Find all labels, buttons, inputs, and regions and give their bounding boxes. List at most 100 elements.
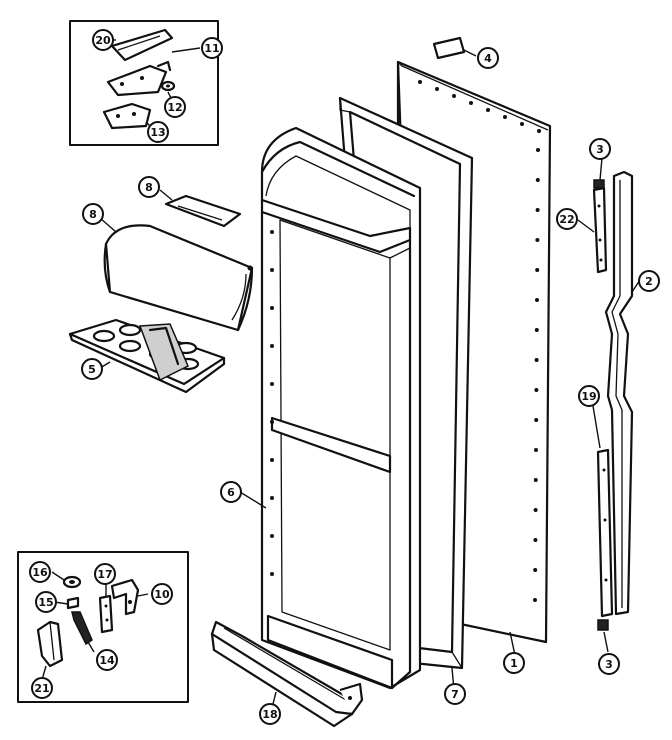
dairy-door-part-8-small bbox=[164, 194, 242, 228]
callout-part-3a: 3 bbox=[589, 138, 611, 160]
screw-hole bbox=[469, 101, 473, 105]
screw-hole bbox=[418, 80, 422, 84]
screw-hole bbox=[536, 148, 540, 152]
callout-part-16: 16 bbox=[29, 561, 51, 583]
hinge-strip-part-22 bbox=[592, 179, 608, 274]
callout-circle bbox=[638, 270, 660, 292]
callout-label: 19 bbox=[581, 390, 596, 403]
screw-hole bbox=[270, 572, 274, 576]
screw-hole bbox=[533, 508, 538, 512]
callout-part-8b: 8 bbox=[82, 203, 104, 225]
callout-part-21: 21 bbox=[31, 677, 53, 699]
callout-circle bbox=[35, 591, 57, 613]
callout-circle bbox=[259, 703, 281, 725]
screw-hole bbox=[270, 458, 274, 462]
callout-circle bbox=[92, 29, 114, 51]
callout-circle bbox=[556, 208, 578, 230]
bracket-plate-part-13 bbox=[102, 102, 152, 130]
callout-circle bbox=[82, 203, 104, 225]
callout-circle bbox=[477, 47, 499, 69]
screw-hole bbox=[537, 129, 541, 133]
screw-hole bbox=[535, 298, 539, 302]
screw-hole bbox=[535, 178, 540, 182]
callout-label: 20 bbox=[95, 34, 111, 47]
hinge-parts-inset bbox=[69, 20, 219, 146]
callout-part-22: 22 bbox=[556, 208, 578, 230]
callout-circle bbox=[138, 176, 160, 198]
callout-label: 13 bbox=[150, 126, 165, 139]
callout-circle bbox=[31, 677, 53, 699]
screw-hole bbox=[534, 448, 538, 452]
callout-part-12: 12 bbox=[164, 96, 186, 118]
inset-frame-bottom bbox=[17, 551, 189, 703]
callout-circle bbox=[147, 121, 169, 143]
callout-label: 14 bbox=[99, 654, 115, 667]
callout-label: 5 bbox=[88, 363, 96, 376]
callout-part-5: 5 bbox=[81, 358, 103, 380]
callout-circle bbox=[29, 561, 51, 583]
callout-circle bbox=[503, 652, 525, 674]
callout-label: 1 bbox=[510, 657, 518, 670]
inset-frame-top bbox=[69, 20, 219, 146]
callout-label: 15 bbox=[38, 596, 53, 609]
hinge-plate-part-11 bbox=[106, 64, 168, 97]
bottom-rail-part-18 bbox=[210, 620, 364, 728]
screw-hole bbox=[270, 344, 274, 348]
callout-circle bbox=[201, 37, 223, 59]
inner-door-liner-part-6 bbox=[260, 126, 422, 690]
dairy-cover-part-8 bbox=[103, 224, 254, 332]
screw-hole bbox=[534, 388, 539, 392]
hinge-block-part-21 bbox=[36, 620, 64, 668]
callout-part-20: 20 bbox=[92, 29, 114, 51]
callout-label: 17 bbox=[97, 568, 112, 581]
callout-circle bbox=[81, 358, 103, 380]
callout-label: 6 bbox=[227, 486, 235, 499]
trim-strip-part-2 bbox=[604, 170, 634, 616]
hinge-strip-part-19 bbox=[596, 448, 614, 631]
screw-hole bbox=[535, 238, 540, 242]
egg-tray-part-5 bbox=[68, 318, 226, 394]
light-switch-part-4 bbox=[432, 36, 466, 60]
screw-hole bbox=[533, 598, 537, 602]
callout-part-13: 13 bbox=[147, 121, 169, 143]
hinge-cap-part-20 bbox=[110, 28, 174, 62]
spring-clip-part-14 bbox=[71, 611, 93, 646]
callout-circle bbox=[151, 583, 173, 605]
callout-part-2: 2 bbox=[638, 270, 660, 292]
callout-label: 8 bbox=[89, 208, 97, 221]
callout-part-15: 15 bbox=[35, 591, 57, 613]
screw-hole bbox=[270, 230, 274, 234]
callout-label: 18 bbox=[262, 708, 277, 721]
callout-label: 7 bbox=[451, 688, 459, 701]
callout-part-10: 10 bbox=[151, 583, 173, 605]
screw-hole bbox=[535, 208, 540, 212]
screw-hole bbox=[533, 568, 538, 572]
callout-label: 22 bbox=[559, 213, 574, 226]
callout-label: 21 bbox=[34, 682, 49, 695]
callout-part-4: 4 bbox=[477, 47, 499, 69]
bracket-part-10 bbox=[110, 578, 140, 616]
callout-part-3b: 3 bbox=[598, 653, 620, 675]
callout-circle bbox=[220, 481, 242, 503]
plate-part-17 bbox=[98, 594, 114, 634]
bushing-part-15 bbox=[66, 596, 80, 610]
callout-label: 11 bbox=[204, 42, 219, 55]
end-cap-part-3-top bbox=[593, 179, 605, 189]
callout-part-19: 19 bbox=[578, 385, 600, 407]
callout-part-1: 1 bbox=[503, 652, 525, 674]
screw-hole bbox=[486, 108, 490, 112]
callout-label: 10 bbox=[154, 588, 170, 601]
hardware-parts-inset bbox=[17, 551, 189, 703]
callout-part-8a: 8 bbox=[138, 176, 160, 198]
screw-hole bbox=[270, 496, 274, 500]
callout-circle bbox=[578, 385, 600, 407]
callout-label: 3 bbox=[596, 143, 604, 156]
screw-hole bbox=[534, 358, 539, 362]
callout-circle bbox=[96, 649, 118, 671]
callout-part-6: 6 bbox=[220, 481, 242, 503]
screw-hole bbox=[533, 538, 538, 542]
screw-hole bbox=[270, 420, 274, 424]
callout-part-18: 18 bbox=[259, 703, 281, 725]
